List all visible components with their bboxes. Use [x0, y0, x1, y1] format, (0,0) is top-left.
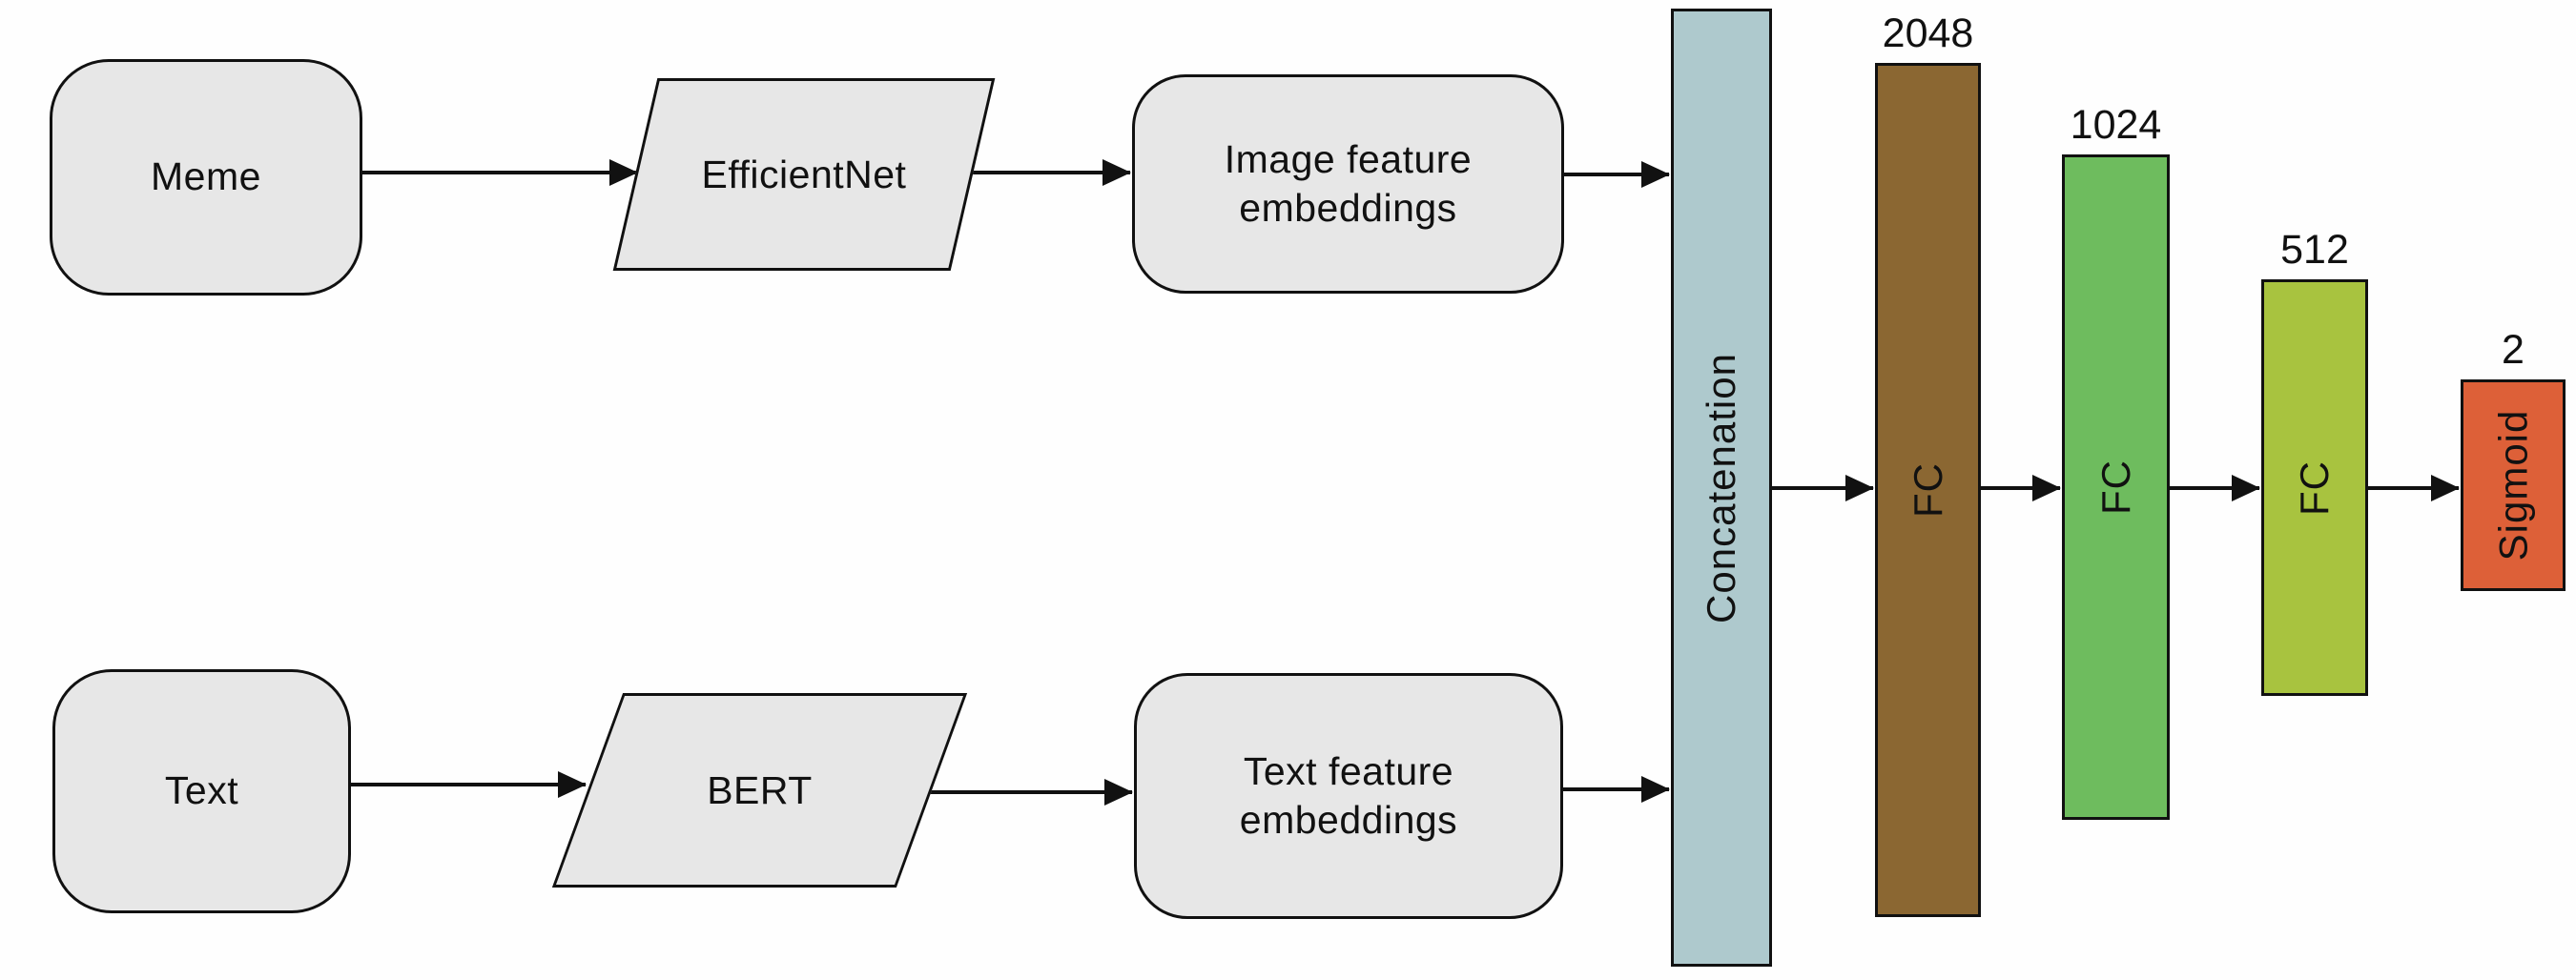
- node-bert-label: BERT: [707, 767, 813, 812]
- node-efficientnet: EfficientNet: [612, 78, 996, 271]
- node-image-feature-embeddings: Image feature embeddings: [1132, 74, 1564, 294]
- node-bert: BERT: [551, 693, 968, 888]
- bar-fc-2048: FC: [1875, 63, 1981, 917]
- bar-fc-512-label: FC: [2292, 459, 2337, 516]
- bar-fc-2048-label: FC: [1905, 462, 1950, 518]
- units-label-512: 512: [2280, 227, 2349, 273]
- bar-fc-1024-label: FC: [2092, 459, 2138, 515]
- node-text: Text: [52, 669, 351, 913]
- bar-concatenation: Concatenation: [1671, 9, 1772, 967]
- units-label-2: 2: [2502, 327, 2524, 373]
- node-meme-label: Meme: [151, 154, 261, 199]
- bar-fc-1024: FC: [2062, 154, 2170, 820]
- units-label-1024: 1024: [2070, 102, 2162, 148]
- node-image-feature-embeddings-label: Image feature embeddings: [1224, 136, 1473, 230]
- node-text-label: Text: [164, 768, 239, 813]
- units-label-2048: 2048: [1882, 10, 1974, 56]
- node-text-feature-embeddings: Text feature embeddings: [1134, 673, 1563, 919]
- node-meme: Meme: [50, 59, 362, 296]
- bar-sigmoid-label: Sigmoid: [2490, 409, 2535, 561]
- bar-sigmoid: Sigmoid: [2461, 379, 2566, 591]
- bar-fc-512: FC: [2261, 279, 2368, 696]
- node-efficientnet-label: EfficientNet: [701, 152, 907, 196]
- node-text-feature-embeddings-label: Text feature embeddings: [1239, 748, 1458, 842]
- bar-concatenation-label: Concatenation: [1699, 352, 1743, 623]
